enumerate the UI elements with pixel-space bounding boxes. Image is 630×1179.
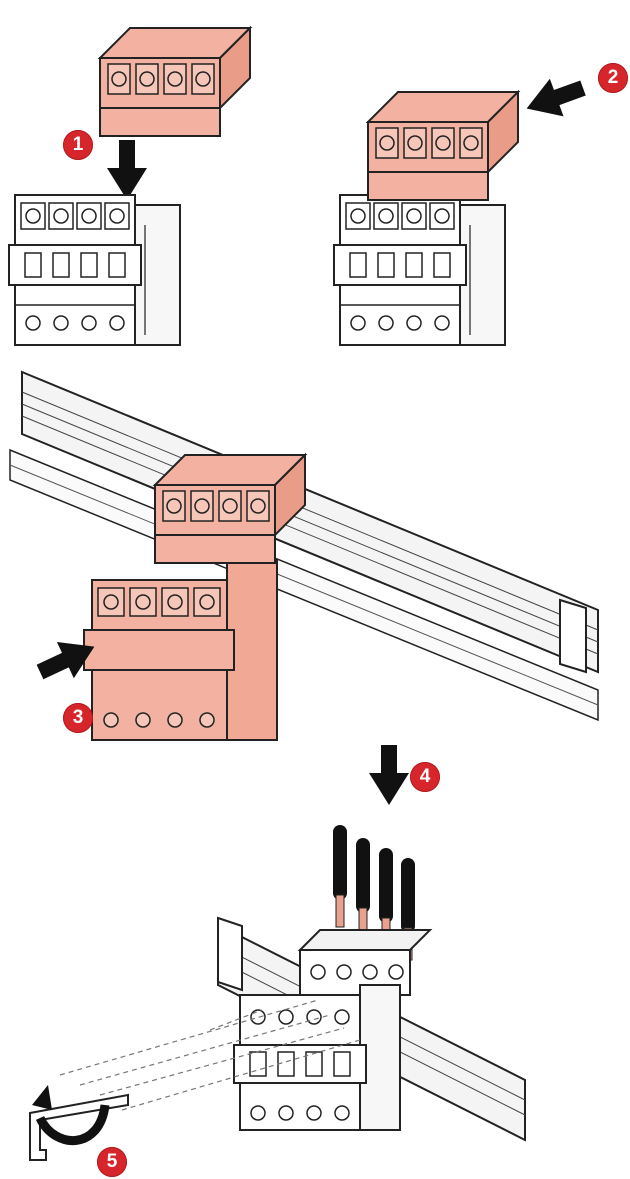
step-2-assembly	[333, 69, 590, 346]
terminal-cover	[99, 27, 251, 137]
rotate-icon	[32, 1085, 110, 1145]
arrow-icon	[519, 69, 590, 128]
circuit-breaker	[333, 194, 506, 346]
step-1-assembly	[8, 27, 251, 346]
arrow-icon	[107, 140, 147, 200]
step-1-badge: 1	[63, 130, 93, 160]
step-4-assembly	[59, 745, 526, 1142]
guide-lines	[59, 999, 361, 1111]
terminal-cover	[154, 454, 306, 564]
step-3-assembly	[9, 370, 599, 741]
step-3-badge: 3	[63, 703, 93, 733]
terminal-cover	[367, 91, 519, 201]
cables	[333, 825, 415, 961]
step-5-assembly	[29, 1085, 129, 1161]
terminal-block	[297, 929, 433, 996]
step-2-badge: 2	[598, 63, 628, 93]
circuit-breaker	[8, 194, 181, 346]
step-4-badge: 4	[410, 762, 440, 792]
step-5-badge: 5	[97, 1147, 127, 1177]
circuit-breaker	[83, 559, 278, 741]
circuit-breaker	[233, 984, 401, 1131]
arrow-icon	[369, 745, 409, 805]
